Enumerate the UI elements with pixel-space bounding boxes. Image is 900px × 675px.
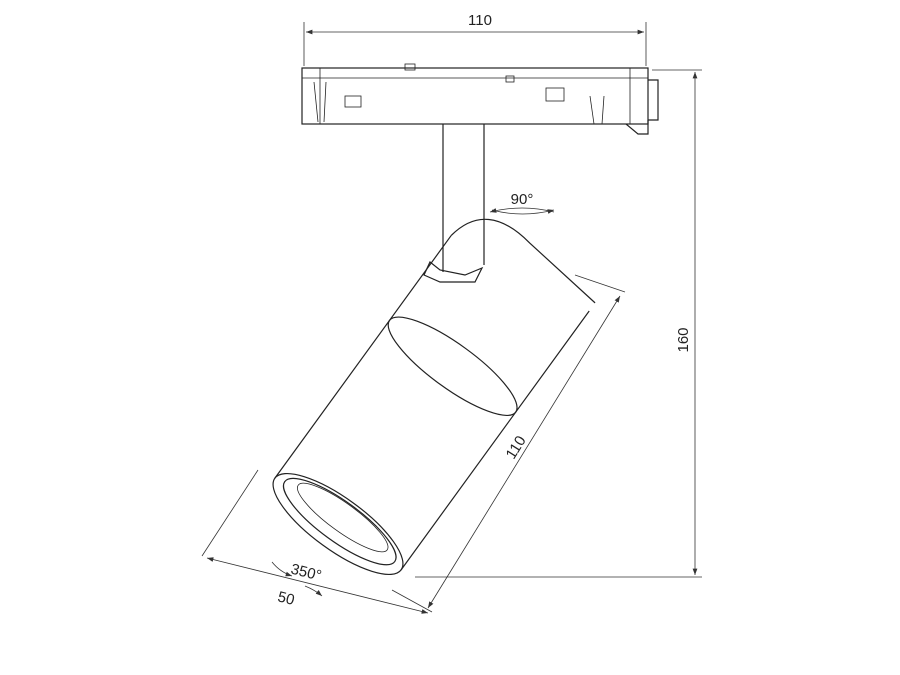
dimension-label: 110 xyxy=(503,433,530,462)
stem-rotation-indicator: 90° xyxy=(489,191,555,215)
dimension-adapter-width: 110 xyxy=(303,12,647,66)
lamp-body xyxy=(272,218,596,576)
dimension-label: 110 xyxy=(468,12,492,29)
stem xyxy=(423,124,485,283)
track-adapter xyxy=(301,63,659,135)
dimension-label: 50 xyxy=(276,588,296,609)
dimension-body-diameter: 50 xyxy=(201,469,429,614)
dimension-total-height: 160 xyxy=(415,69,702,578)
dimension-label: 160 xyxy=(675,327,692,352)
rotation-label: 350° xyxy=(289,561,323,585)
rotation-label: 90° xyxy=(511,191,534,208)
